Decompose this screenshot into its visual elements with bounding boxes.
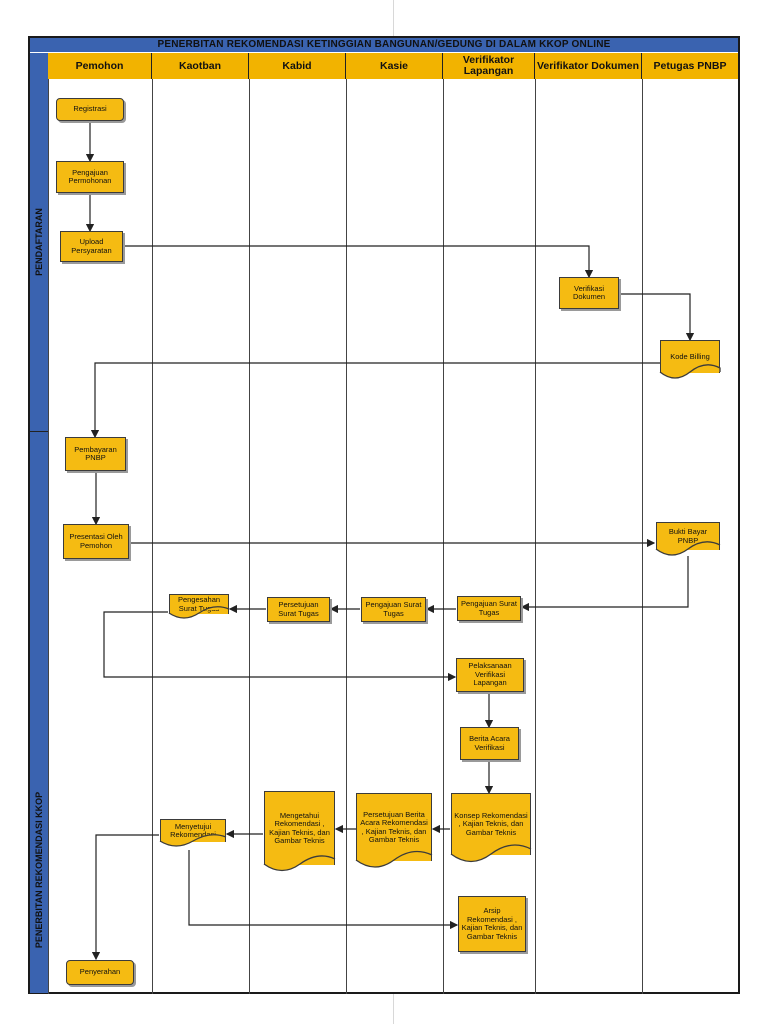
lane-divider	[443, 79, 444, 994]
node-pengajuan-permohonan: Pengajuan Permohonan	[56, 161, 124, 193]
node-konsep-rekomendasi: Konsep Rekomendasi , Kajian Teknis, dan …	[451, 793, 531, 855]
lane-divider	[642, 79, 643, 994]
lane-divider	[535, 79, 536, 994]
node-persetujuan-surat-tugas: Persetujuan Surat Tugas	[267, 597, 330, 622]
phase-label-pendaftaran: PENDAFTARAN	[34, 208, 44, 276]
node-pengajuan-surat-tugas-kasie: Pengajuan Surat Tugas	[361, 597, 426, 622]
node-persetujuan-berita-acara: Persetujuan Berita Acara Rekomendasi , K…	[356, 793, 432, 861]
node-verifikasi-dokumen: Verifikasi Dokumen	[559, 277, 619, 309]
node-kode-billing: Kode Billing	[660, 340, 720, 373]
node-registrasi: Registrasi	[56, 98, 124, 121]
lane-header-petugas-pnbp: Petugas PNBP	[642, 53, 738, 79]
node-pelaksanaan-verifikasi: Pelaksanaan Verifikasi Lapangan	[456, 658, 524, 692]
lane-divider	[249, 79, 250, 994]
node-penyerahan: Penyerahan	[66, 960, 134, 985]
lane-divider	[346, 79, 347, 994]
node-upload-persyaratan: Upload Persyaratan	[60, 231, 123, 262]
lane-header-kasie: Kasie	[346, 53, 443, 79]
lane-header-kabid: Kabid	[249, 53, 346, 79]
lane-header-kaotban: Kaotban	[152, 53, 249, 79]
lane-header-pemohon: Pemohon	[48, 53, 152, 79]
node-pengajuan-surat-tugas-vl: Pengajuan Surat Tugas	[457, 596, 521, 621]
node-pengesahan-surat-tugas: Pengesahan Surat Tugas	[169, 594, 229, 614]
lane-divider	[152, 79, 153, 994]
lane-divider	[48, 79, 49, 994]
phase-penerbitan: PENERBITAN REKOMENDASI KKOP	[30, 431, 48, 993]
node-presentasi: Presentasi Oleh Pemohon	[63, 524, 129, 559]
lane-header-verifikator-dokumen: Verifikator Dokumen	[535, 53, 642, 79]
node-berita-acara: Berita Acara Verifikasi	[460, 727, 519, 760]
phase-pendaftaran: PENDAFTARAN	[30, 53, 48, 431]
node-bukti-bayar: Bukti Bayar PNBP	[656, 522, 720, 550]
node-menyetujui-rekomendasi: Menyetujui Rekomendasi	[160, 819, 226, 842]
node-mengetahui-rekomendasi: Mengetahui Rekomendasi , Kajian Teknis, …	[264, 791, 335, 865]
node-arsip-rekomendasi: Arsip Rekomendasi , Kajian Teknis, dan G…	[458, 896, 526, 952]
diagram-title: PENERBITAN REKOMENDASI KETINGGIAN BANGUN…	[30, 38, 738, 52]
phase-label-penerbitan: PENERBITAN REKOMENDASI KKOP	[34, 791, 44, 948]
lane-header-verifikator-lapangan: Verifikator Lapangan	[443, 53, 535, 79]
node-pembayaran-pnbp: Pembayaran PNBP	[65, 437, 126, 471]
